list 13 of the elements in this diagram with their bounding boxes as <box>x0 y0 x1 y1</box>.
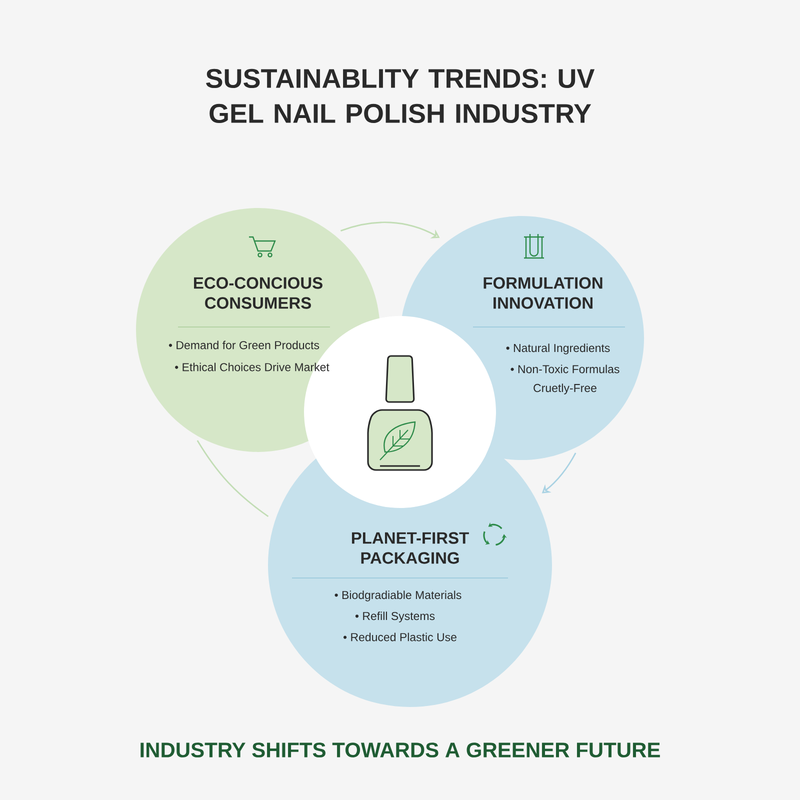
topic-heading: PLANET-FIRST PACKAGING <box>352 532 469 564</box>
topic-heading: FORMULATION INNOVATION <box>484 277 602 309</box>
caption: INDUSTRY SHIFTS TOWARDS A GREENER FUTURE <box>140 742 660 758</box>
bullet-item: • Reduced Plastic Use <box>343 632 456 642</box>
topic-heading: ECO-CONCIOUS CONSUMERS <box>194 277 322 309</box>
bullet-item: • Non-Toxic Formulas <box>510 364 620 374</box>
bullet-item: • Refill Systems <box>355 612 435 622</box>
bullet-item: • Ethical Choices Drive Market <box>175 362 330 372</box>
bullet-item: • Biodgradiable Materials <box>334 590 462 602</box>
title: SUSTAINABLITY TRENDS: UV GEL NAIL POLISH INDUSTRY <box>206 68 595 124</box>
bullet-item: • Demand for Green Products <box>168 340 320 350</box>
bullet-item: • Natural Ingredients <box>506 344 610 354</box>
bullet-item: Cruetly-Free <box>534 384 596 394</box>
